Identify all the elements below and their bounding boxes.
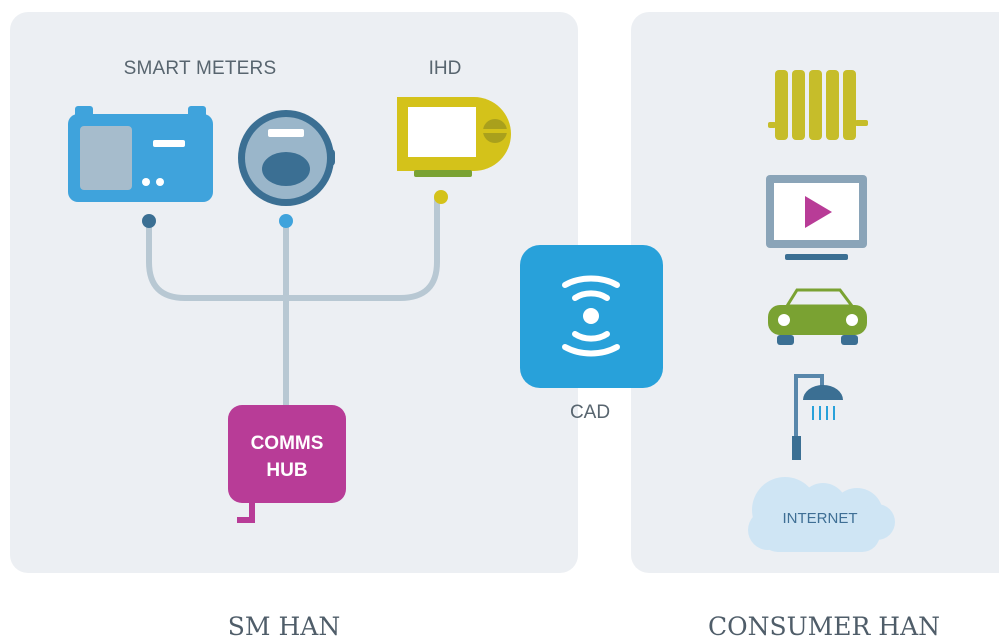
comms-hub-label: COMMS HUB [228, 430, 346, 484]
tv-icon [766, 175, 867, 260]
comms-hub-label-line2: HUB [266, 460, 308, 481]
cad-wireless-icon [520, 245, 663, 388]
gas-meter-icon [68, 106, 213, 202]
electricity-meter-icon [238, 110, 335, 206]
radiator-icon [768, 70, 868, 140]
gas-meter-connector-dot [142, 214, 156, 228]
consumer-han-title: CONSUMER HAN [707, 612, 941, 641]
car-icon [768, 288, 867, 345]
comms-hub-icon [228, 405, 346, 523]
ihd-label: IHD [428, 58, 462, 79]
smart-meters-label: SMART METERS [123, 58, 277, 79]
comms-hub-label-line1: COMMS [250, 433, 324, 454]
sm-han-title: SM HAN [227, 612, 341, 641]
cad-label: CAD [569, 402, 611, 423]
connector-lines [146, 195, 440, 411]
ihd-display-icon [397, 97, 511, 177]
electricity-meter-connector-dot [279, 214, 293, 228]
shower-icon [792, 374, 843, 460]
ihd-connector-dot [434, 190, 448, 204]
cloud-icon [748, 477, 895, 552]
internet-label: INTERNET [782, 510, 858, 527]
